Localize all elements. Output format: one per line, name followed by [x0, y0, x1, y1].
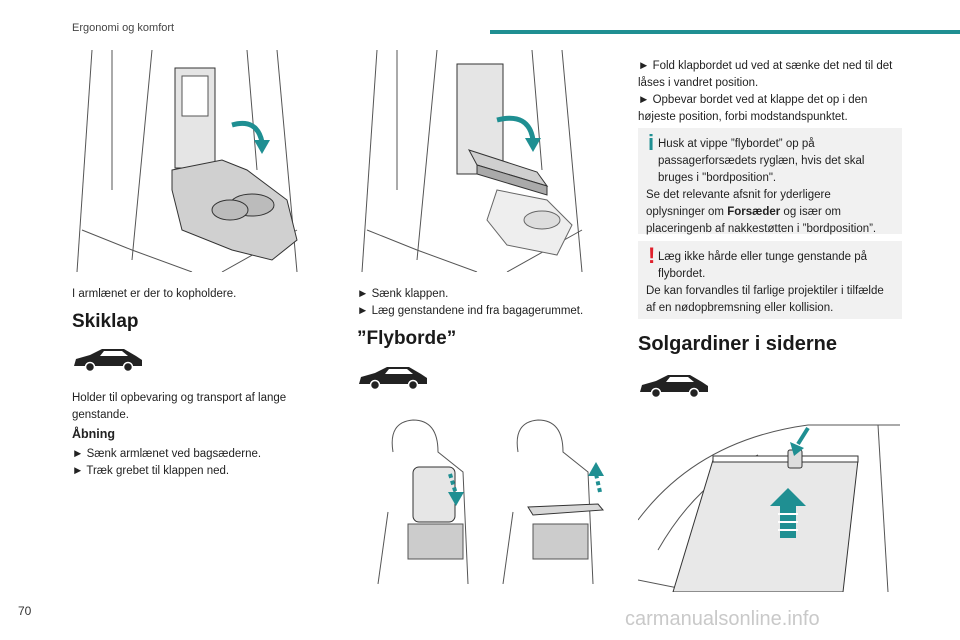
car-silhouette-icon — [359, 367, 427, 390]
ski-hatch-steps: ► Sænk klappen. ► Læg genstandene ind fr… — [357, 286, 607, 320]
cupholder-caption: I armlænet er der to kopholdere. — [72, 288, 237, 300]
aabning-steps: ► Sænk armlænet ved bagsæderne. ► Træk g… — [72, 446, 312, 480]
skiklap-heading: Skiklap — [72, 311, 139, 332]
info-note-bold: Forsæder — [727, 206, 781, 218]
warning-icon: ! — [648, 243, 656, 268]
step-item: ► Sænk armlænet ved bagsæderne. — [72, 448, 262, 460]
page-number: 70 — [18, 604, 32, 618]
solgardiner-heading: Solgardiner i siderne — [638, 333, 837, 355]
warning-note-text-b: De kan forvandles til farlige projektile… — [646, 285, 884, 314]
aabning-heading: Åbning — [72, 427, 116, 441]
step-item: ► Læg genstandene ind fra bagagerummet. — [357, 305, 584, 317]
armrest-cupholder-illustration — [72, 50, 312, 272]
side-sunblind-illustration — [638, 420, 900, 592]
car-silhouette-icon — [74, 349, 142, 372]
table-steps: ► Fold klapbordet ud ved at sænke det ne… — [638, 58, 900, 126]
watermark: carmanualsonline.info — [625, 608, 820, 630]
skiklap-text: Holder til opbevaring og transport af la… — [72, 392, 287, 421]
step-item: ► Sænk klappen. — [357, 288, 449, 300]
step-item: ► Træk grebet til klappen ned. — [72, 465, 230, 477]
info-note-text-a: Husk at vippe ”flybordet” op på passager… — [658, 138, 865, 184]
info-note: i Husk at vippe ”flybordet” op på passag… — [638, 128, 902, 235]
ski-hatch-illustration — [357, 50, 597, 272]
header-title: Ergonomi og komfort — [72, 22, 175, 34]
flyborde-heading: ”Flyborde” — [357, 328, 457, 349]
info-note-text-b: Se det relevante afsnit for yderligere o… — [646, 187, 892, 238]
car-silhouette-icon — [640, 375, 708, 398]
info-note-text-b-post: og især om placeringenb af nakkestøtten … — [646, 206, 877, 235]
step-item: ► Opbevar bordet ved at klappe det op i … — [638, 94, 868, 123]
step-item: ► Fold klapbordet ud ved at sænke det ne… — [638, 60, 893, 89]
header-accent-bar — [490, 30, 960, 34]
warning-note: ! Læg ikke hårde eller tunge genstande p… — [638, 241, 902, 319]
info-icon: i — [648, 130, 655, 155]
warning-note-text-a: Læg ikke hårde eller tunge genstande på … — [658, 251, 868, 280]
info-note-text-b-pre: Se det relevante afsnit for yderligere o… — [646, 189, 831, 218]
airline-table-illustration — [368, 412, 608, 584]
